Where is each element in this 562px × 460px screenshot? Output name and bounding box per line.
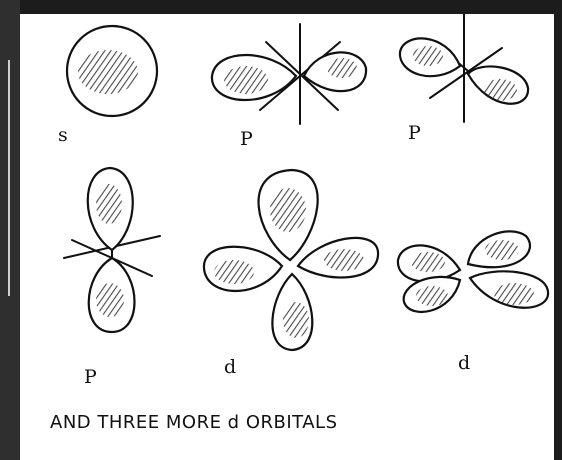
orbital-label-p-1: P — [240, 128, 253, 150]
p-orbital-tilted — [400, 14, 528, 122]
p-orbital-horizontal — [212, 24, 366, 124]
s-orbital — [67, 26, 157, 116]
orbital-label-p-2: P — [408, 122, 421, 144]
top-dark-border — [20, 0, 562, 14]
p-orbital-vertical — [64, 168, 160, 332]
d-orbital-cross — [204, 170, 378, 350]
orbital-label-s: s — [58, 124, 68, 146]
orbital-label-d-2: d — [458, 352, 470, 374]
d-orbital-diagonal — [398, 231, 548, 312]
right-dark-border — [554, 0, 562, 460]
orbital-label-p-3: P — [84, 366, 97, 388]
orbital-drawings — [20, 14, 554, 404]
left-bracket — [0, 60, 10, 296]
orbital-label-d-1: d — [224, 356, 236, 378]
caption: AND THREE MORE d ORBITALS — [50, 412, 338, 433]
